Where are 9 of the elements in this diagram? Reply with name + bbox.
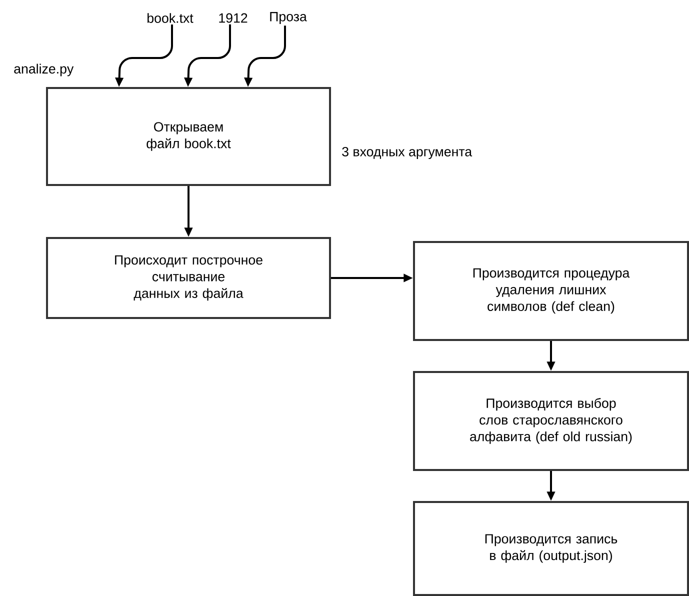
process-box: Открываем файл book.txt [46, 87, 332, 186]
process-box: Производится запись в файл (output.json) [413, 501, 689, 596]
note-text: analize.py [14, 64, 74, 76]
process-box: Производится выбор слов старославянского алфавита (def old russian) [413, 371, 689, 471]
process-box: Происходит построчное считывание данных из файла [46, 237, 331, 319]
input-label: Проза [270, 12, 307, 24]
input-label: 1912 [219, 13, 248, 23]
input-label: book.txt [148, 13, 194, 23]
process-box: Производится процедура удаления лишних символов (def clean) [413, 241, 689, 341]
